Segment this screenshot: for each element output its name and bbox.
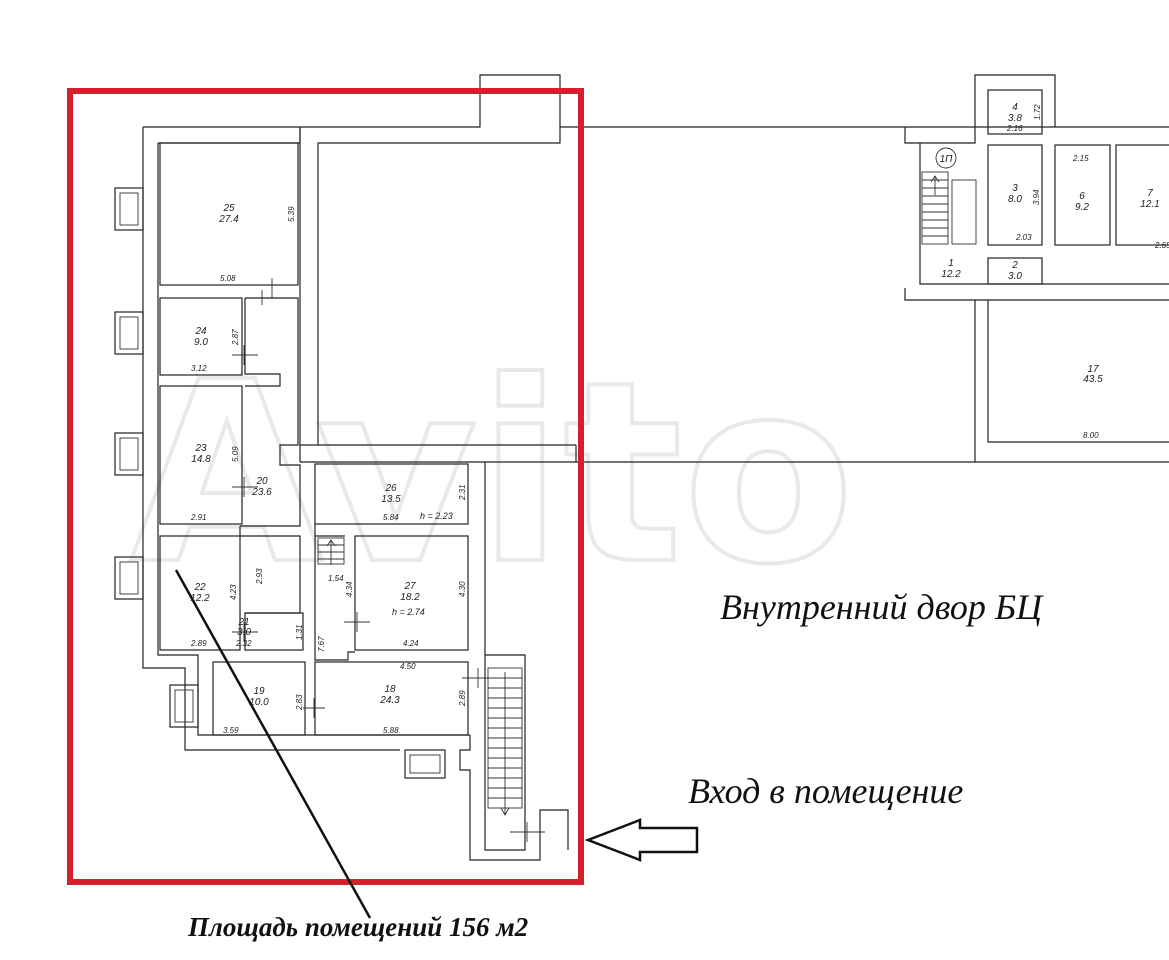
dimension: 2.83	[295, 694, 304, 711]
dimension: 2.93	[255, 568, 264, 585]
room-number: 18	[384, 684, 396, 695]
room-7	[1115, 144, 1169, 246]
room-area: 12.2	[190, 593, 210, 604]
room-area: 43.5	[1083, 374, 1103, 385]
room-area: 27.4	[218, 214, 239, 225]
room-number: 7	[1147, 188, 1153, 199]
room-area: 8.0	[1008, 194, 1022, 205]
ceiling-height: h = 2.23	[420, 511, 453, 521]
room-number: 24	[194, 326, 207, 337]
room-2	[987, 257, 1043, 285]
room-area: 23.6	[251, 487, 272, 498]
room-number: 2	[1011, 260, 1018, 271]
courtyard-label: Внутренний двор БЦ	[720, 587, 1043, 627]
dimension: 5.39	[287, 206, 296, 222]
room-number: 17	[1087, 364, 1099, 375]
room-number: 22	[193, 582, 206, 593]
room-23	[159, 385, 243, 525]
dimension: 2.32	[235, 639, 252, 648]
dimension: 4.30	[458, 581, 467, 597]
room-number: 3	[1012, 183, 1018, 194]
room-area: 24.3	[379, 695, 400, 706]
room-labels: 25 27.4 24 9.0 23 14.8 22 12.2 21 3.0 20…	[190, 102, 1159, 708]
room-number: 23	[194, 443, 207, 454]
dimension: 2.65	[1154, 241, 1169, 250]
stair-marker: 1П	[940, 154, 954, 165]
dimension: 4.34	[345, 581, 354, 597]
room-number: 1	[948, 258, 954, 269]
dimension: 8.00	[1083, 431, 1099, 440]
room-number: 20	[255, 476, 268, 487]
room-outlines	[159, 142, 486, 736]
room-3	[987, 144, 1043, 246]
room-area: 13.5	[381, 494, 401, 505]
watermark: Avito	[130, 328, 855, 619]
room-area: 9.2	[1075, 202, 1089, 213]
dimension: 3.12	[191, 364, 207, 373]
room-19	[212, 661, 306, 736]
room-number: 26	[384, 483, 397, 494]
entrance-arrow-icon	[584, 818, 699, 862]
dimension: 5.08	[220, 274, 236, 283]
room-20	[240, 297, 301, 527]
dimension: 5.84	[383, 513, 399, 522]
room-area: 10.0	[249, 697, 269, 708]
facade-windows	[114, 187, 446, 779]
room-number: 21	[237, 617, 249, 628]
stairs-main	[317, 537, 523, 816]
dimension: 1.54	[328, 574, 344, 583]
dimension: 7.67	[317, 636, 326, 652]
room-area: 18.2	[400, 592, 420, 603]
dimension: 5.88	[383, 726, 399, 735]
dimension: 4.23	[229, 584, 238, 600]
dimension: 1.72	[1033, 104, 1042, 120]
dimension: 2.89	[458, 690, 467, 707]
room-number: 25	[222, 203, 235, 214]
room-6	[1054, 144, 1111, 246]
left-block-walls	[142, 74, 1169, 861]
premises-boundary	[67, 88, 584, 885]
dimension: 5.09	[231, 446, 240, 462]
dimension: 3.59	[223, 726, 239, 735]
room-27	[354, 535, 469, 651]
room-area: 12.2	[941, 269, 961, 280]
room-area: 3.0	[1008, 271, 1022, 282]
dimension: 2.87	[231, 329, 240, 346]
dimension-labels: 5.39 5.08 2.87 3.12 5.09 2.91 4.23 2.89 …	[190, 104, 1169, 735]
room-area: 3.0	[237, 627, 251, 638]
room-area: 14.8	[191, 454, 211, 465]
dimension: 2.03	[1015, 233, 1032, 242]
dimension: 2.31	[458, 484, 467, 501]
dimension: 2.89	[190, 639, 207, 648]
room-area: 3.8	[1008, 113, 1022, 124]
room-number: 27	[403, 581, 416, 592]
room-number: 4	[1012, 102, 1018, 113]
dimension: 2.16	[1006, 124, 1023, 133]
room-area: 12.1	[1140, 199, 1159, 210]
room-24	[159, 297, 243, 376]
door-marks	[232, 278, 545, 842]
dimension: 4.24	[403, 639, 419, 648]
room-22	[159, 535, 241, 651]
ceiling-height: h = 2.74	[392, 607, 425, 617]
room-4	[987, 89, 1043, 135]
pointer-line	[174, 569, 372, 919]
room-area: 9.0	[194, 337, 208, 348]
entrance-label: Вход в помещение	[688, 771, 964, 811]
dimension: 4.50	[400, 662, 416, 671]
room-number: 19	[253, 686, 265, 697]
dimension: 1.31	[295, 624, 304, 640]
room-26	[314, 463, 469, 525]
dimension: 2.91	[190, 513, 207, 522]
room-18	[314, 661, 469, 736]
dimension: 3.94	[1032, 189, 1041, 205]
total-area-label: Площадь помещений 156 м2	[188, 912, 529, 942]
dimension: 2.15	[1072, 154, 1089, 163]
stair-right	[921, 171, 949, 245]
right-block-walls	[904, 74, 1169, 462]
stair-marker-circle	[935, 147, 957, 169]
room-number: 6	[1079, 191, 1085, 202]
room-25	[159, 142, 299, 286]
